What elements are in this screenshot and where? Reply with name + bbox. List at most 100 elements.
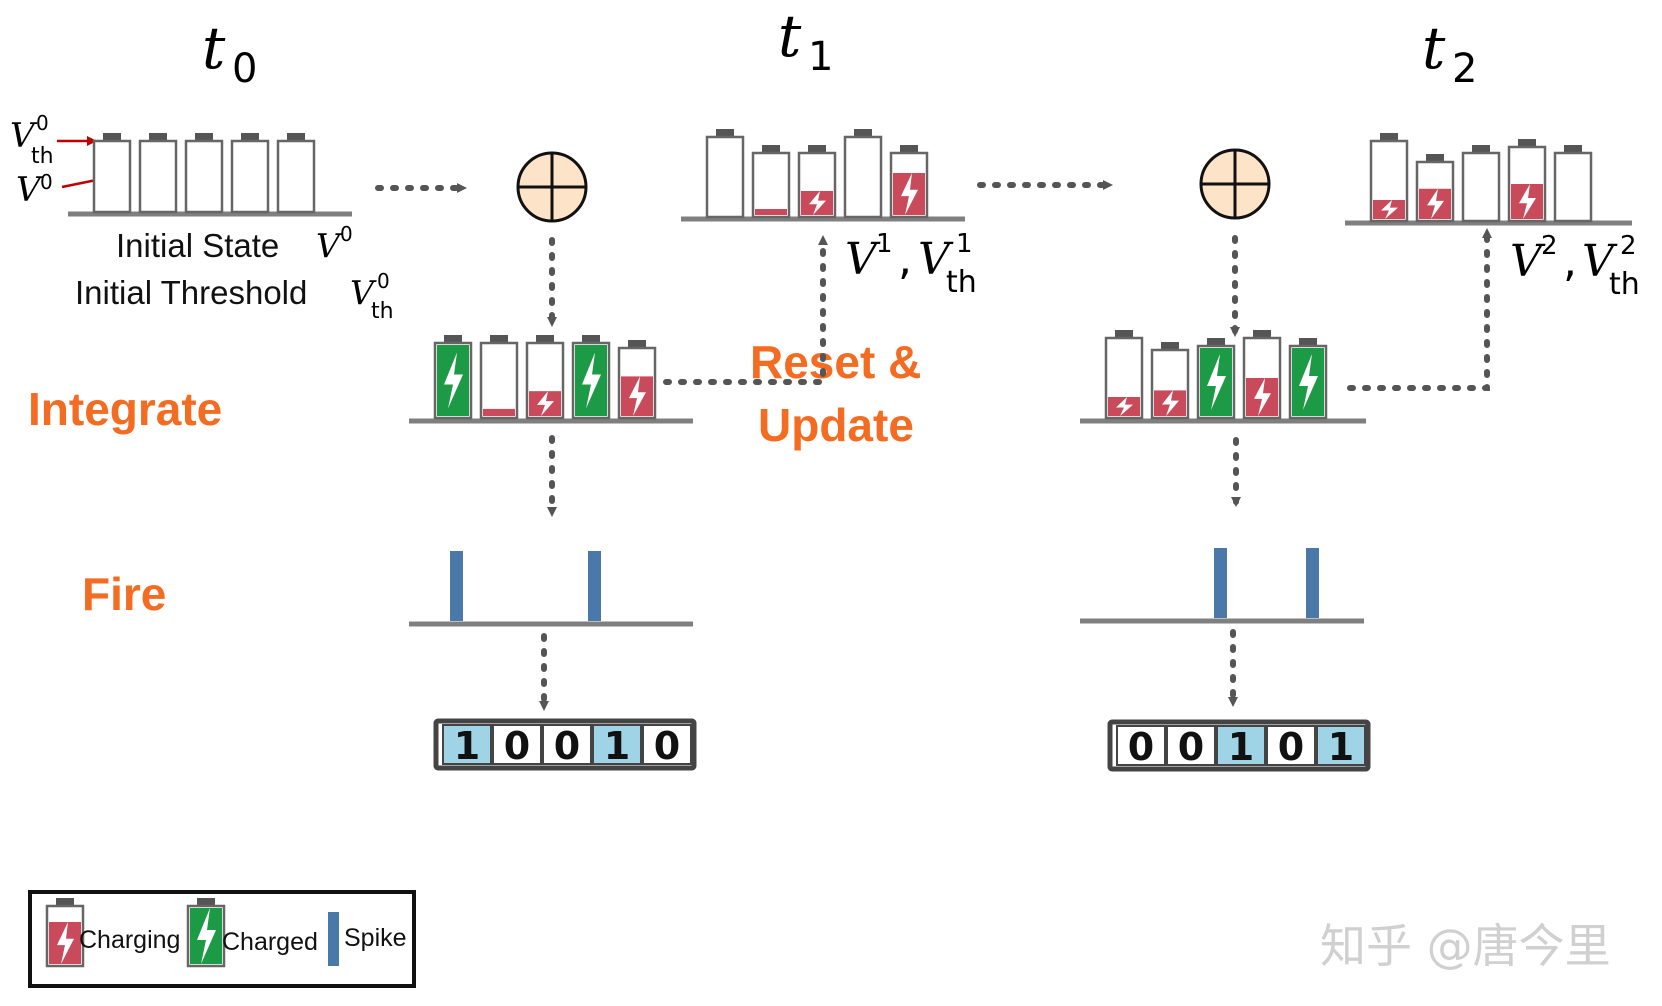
battery-cap [1518, 139, 1536, 148]
v1-sep: , [898, 234, 912, 285]
batt-int2-battery-1 [1150, 342, 1190, 420]
battery-charge [755, 209, 787, 215]
battery-body [479, 341, 519, 420]
vth2-sup: 2 [1620, 231, 1637, 261]
battery-cap [582, 335, 600, 344]
battery-row-t1 [705, 129, 929, 219]
battery-cap [854, 129, 872, 138]
legend-charged-label: Charged [222, 928, 318, 956]
t2-symbol: t [1422, 14, 1446, 82]
battery-row-integrate-1 [433, 335, 657, 420]
battery-cap [762, 145, 780, 154]
battery-cap [1115, 330, 1133, 339]
bolt-icon [629, 376, 646, 416]
bit-cell-1 [492, 724, 542, 765]
batt-t0-battery-2 [184, 133, 224, 214]
bolt-icon [1254, 378, 1271, 416]
battery-cap [1380, 133, 1398, 142]
battery-cap [716, 129, 734, 138]
battery-cap [241, 133, 259, 142]
adder-2 [1199, 148, 1271, 220]
batt-t0-battery-4 [276, 133, 316, 214]
bolt-icon [1299, 354, 1318, 410]
v2-sup: 2 [1541, 231, 1558, 261]
batt-int2-battery-0 [1104, 330, 1144, 420]
battery-body [1461, 151, 1501, 223]
battery-cap [1161, 342, 1179, 351]
battery-charge [483, 408, 515, 416]
bolt-icon [1381, 200, 1398, 219]
bit-value-1: 0 [1178, 725, 1204, 769]
t0-symbol: t [202, 14, 226, 82]
initial-state-caption: Initial State V 0 [116, 222, 353, 265]
battery-cap [1472, 145, 1490, 154]
battery-cap [149, 133, 167, 142]
bit-value-4: 0 [654, 724, 680, 768]
v0-sup: 0 [40, 170, 53, 194]
bit-cell-3 [592, 724, 642, 765]
batt-int1-battery-4 [617, 340, 657, 420]
batt-int2-battery-3 [1242, 330, 1282, 420]
initial-state-annotation: V 0 [16, 170, 117, 210]
batt-t2-battery-0 [1369, 133, 1409, 223]
initial-state-sym: V [316, 226, 343, 265]
v0-symbol: V [16, 170, 44, 210]
legend-charged-icon [186, 898, 226, 968]
integrate-label: Integrate [28, 383, 222, 435]
initial-threshold-sym: V [350, 273, 377, 312]
vth0-symbol: V [10, 116, 38, 156]
bolt-icon [1207, 354, 1226, 410]
vth1-sup: 1 [956, 229, 973, 259]
reset-label-line2: Update [758, 399, 914, 451]
battery-cap [1564, 145, 1582, 154]
reset-label-line1: Reset & [750, 336, 921, 388]
initial-state-sup: 0 [340, 222, 353, 246]
initial-threshold-caption: Initial Threshold V th 0 [75, 269, 394, 324]
spike-4 [1306, 548, 1319, 618]
battery-cap [197, 898, 215, 907]
batt-t1-battery-4 [889, 145, 929, 219]
batt-t1-battery-0 [705, 129, 745, 219]
bit-cell-0 [442, 724, 492, 765]
adder-1 [516, 151, 588, 223]
bolt-icon [197, 908, 216, 964]
bit-cell-2 [1216, 725, 1266, 766]
flow-arrows [375, 180, 1492, 711]
batt-t2-battery-3 [1507, 139, 1547, 223]
v1-sup: 1 [876, 229, 893, 259]
bolt-icon [1116, 397, 1133, 416]
battery-cap [195, 133, 213, 142]
t2-subscript: 2 [1452, 46, 1477, 92]
legend-battery-icons [45, 898, 226, 968]
batt-int1-battery-0 [433, 335, 473, 420]
batt-int2-battery-4 [1288, 338, 1328, 420]
initial-threshold-text: Initial Threshold [75, 274, 307, 311]
initial-threshold-sup: 0 [377, 269, 390, 293]
battery-cap [536, 335, 554, 344]
batt-t0-battery-0 [92, 133, 132, 214]
initial-threshold-sub: th [371, 299, 394, 324]
battery-cap [808, 145, 826, 154]
batt-int1-battery-2 [525, 335, 565, 420]
battery-row-integrate-2 [1104, 330, 1328, 420]
fire-label: Fire [82, 568, 166, 620]
bolt-icon [1427, 188, 1444, 219]
baselines [68, 211, 1632, 627]
bolt-icon [809, 191, 826, 215]
battery-body [138, 139, 178, 214]
legend-charging-label: Charging [79, 926, 180, 954]
battery-cap [1253, 330, 1271, 339]
time-label-t2: t 2 [1422, 14, 1477, 92]
t1-symbol: t [778, 2, 802, 70]
t0-subscript: 0 [232, 46, 257, 92]
batt-t1-battery-1 [751, 145, 791, 219]
spike-3 [588, 551, 601, 621]
state-label-1: V 1 , V th 1 [845, 229, 977, 300]
bit-cell-0 [1116, 725, 1166, 766]
battery-cap [900, 145, 918, 154]
bolt-icon [1162, 390, 1179, 416]
batt-t2-battery-2 [1461, 145, 1501, 223]
